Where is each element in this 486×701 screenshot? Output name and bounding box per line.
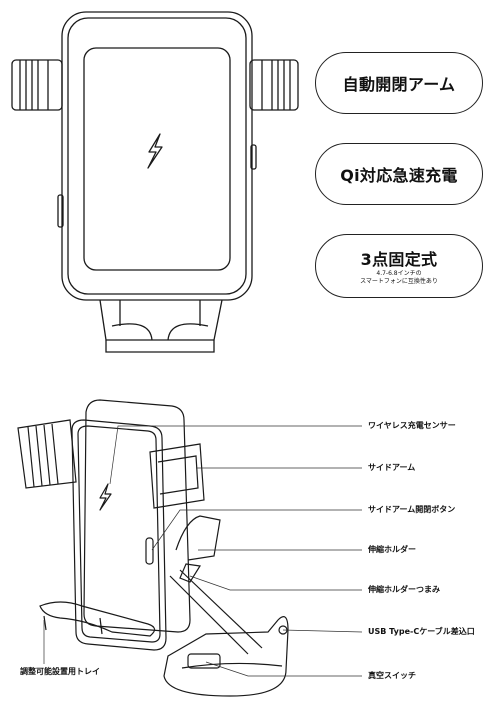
callout-telescopic-knob: 伸縮ホルダーつまみ bbox=[368, 585, 440, 594]
feature-three-point-sub1: 4.7-6.8インチの bbox=[376, 270, 422, 277]
callout-side-arm-button: サイドアーム開閉ボタン bbox=[368, 505, 456, 514]
holder-perspective-view bbox=[17, 399, 363, 697]
lightning-bolt-icon bbox=[99, 483, 112, 511]
feature-three-point: 3点固定式 4.7-6.8インチの スマートフォンに互換性あり bbox=[315, 234, 483, 298]
feature-auto-arm-label: 自動開閉アーム bbox=[342, 75, 456, 94]
callout-tray: 調整可能設置用トレイ bbox=[20, 667, 100, 676]
feature-qi-charge: Qi対応急速充電 bbox=[315, 143, 483, 205]
feature-auto-arm: 自動開閉アーム bbox=[315, 52, 483, 114]
holder-front-view bbox=[11, 11, 299, 353]
callout-side-arm: サイドアーム bbox=[368, 463, 416, 472]
feature-three-point-title: 3点固定式 bbox=[360, 250, 438, 269]
callout-wireless-sensor: ワイヤレス充電センサー bbox=[368, 421, 456, 430]
callout-vacuum-switch: 真空スイッチ bbox=[368, 671, 416, 680]
callout-usb-port: USB Type-Cケーブル差込口 bbox=[368, 627, 475, 636]
callout-telescopic-holder: 伸縮ホルダー bbox=[368, 545, 416, 554]
feature-three-point-sub2: スマートフォンに互換性あり bbox=[360, 278, 438, 285]
lightning-bolt-icon bbox=[147, 133, 163, 169]
feature-qi-charge-label: Qi対応急速充電 bbox=[340, 166, 458, 185]
